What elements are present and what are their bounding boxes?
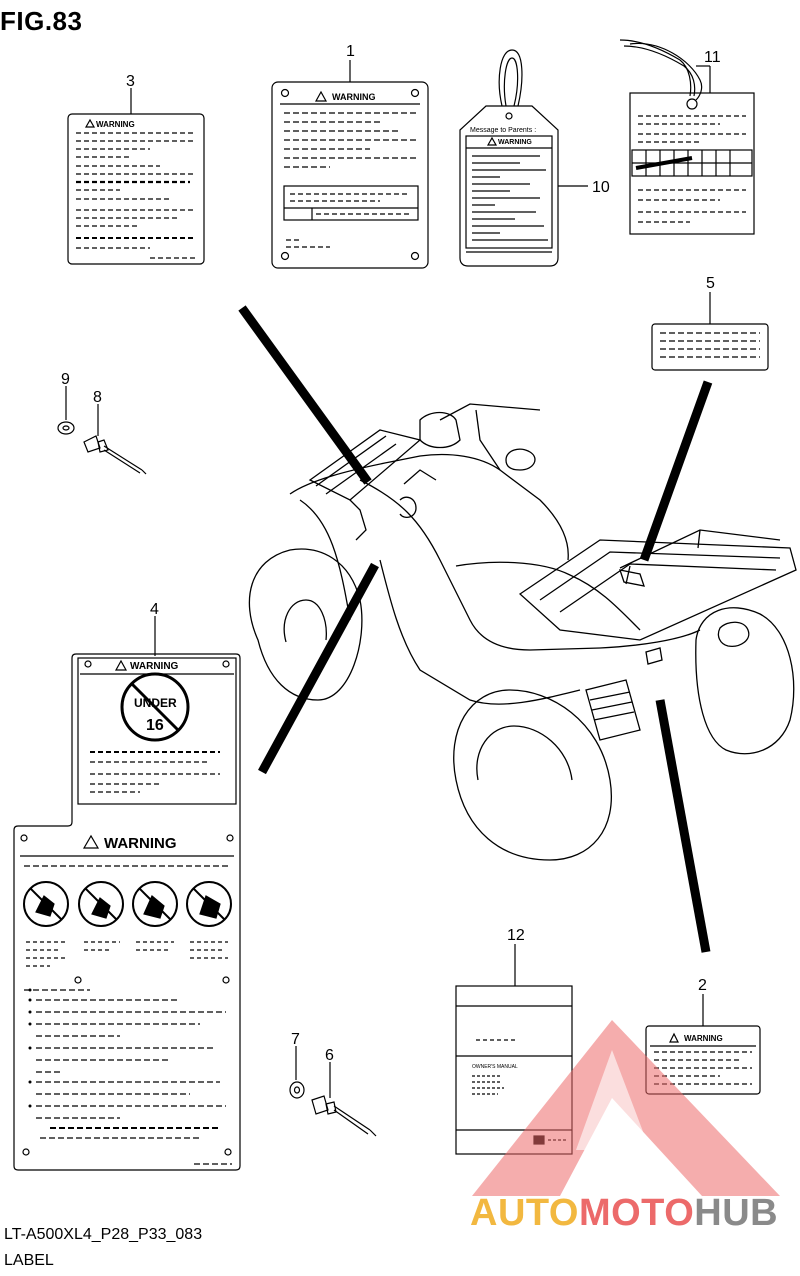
callout-1: 1: [346, 43, 355, 60]
watermark-part-2: MOTO: [578, 1192, 695, 1234]
callout-numbers: 1 2 3 4 5 6 7 8 9 10 11 12: [61, 43, 721, 1064]
figure-title: FIG.83: [0, 6, 83, 36]
watermark-text: AUTOMOTOHUB: [470, 1192, 778, 1235]
callout-3: 3: [126, 73, 135, 90]
label-10-hangtag: Message to Parents : WARNING: [459, 49, 559, 267]
callout-11: 11: [704, 49, 721, 66]
washer-7: [289, 1081, 305, 1099]
prohibition-icons: [23, 881, 232, 927]
label-1-warning-text: WARNING: [332, 92, 376, 102]
rivet-8: [83, 435, 147, 475]
callout-4: 4: [150, 601, 159, 618]
callout-7: 7: [291, 1031, 300, 1048]
label-3: WARNING: [67, 113, 205, 265]
label-4-age-number: 16: [146, 717, 164, 734]
callout-2: 2: [698, 977, 707, 994]
leader-lines: [65, 60, 711, 1098]
diagram-caption: LABEL: [4, 1252, 54, 1269]
manual-title-text: OWNER'S MANUAL: [472, 1064, 518, 1070]
diagram-code: LT-A500XL4_P28_P33_083: [4, 1226, 203, 1243]
label-11-tag: [619, 39, 755, 235]
callout-6: 6: [325, 1047, 334, 1064]
callout-9: 9: [61, 371, 70, 388]
label-4-under-text: UNDER: [134, 696, 177, 710]
label-3-warning-text: WARNING: [96, 120, 135, 129]
callout-8: 8: [93, 389, 102, 406]
washer-9: [57, 421, 75, 435]
callout-5: 5: [706, 275, 715, 292]
label-5: [651, 323, 769, 371]
callout-10: 10: [592, 179, 610, 196]
label-4-warning-top: WARNING: [130, 661, 179, 672]
rivet-6: [311, 1095, 377, 1137]
watermark-logo: [472, 1020, 780, 1196]
watermark-part-3: HUB: [694, 1192, 779, 1234]
label-4-warning-main: WARNING: [104, 835, 177, 852]
atv-illustration: [248, 403, 797, 861]
label-2-warning-text: WARNING: [684, 1034, 723, 1043]
label-10-warning-text: WARNING: [498, 139, 532, 146]
callout-12: 12: [507, 927, 525, 944]
label-4: WARNING UNDER 16 WARNING: [13, 653, 241, 1171]
watermark-part-1: AUTO: [470, 1192, 579, 1234]
label-10-heading: Message to Parents :: [470, 127, 536, 134]
label-1: WARNING: [271, 81, 429, 269]
